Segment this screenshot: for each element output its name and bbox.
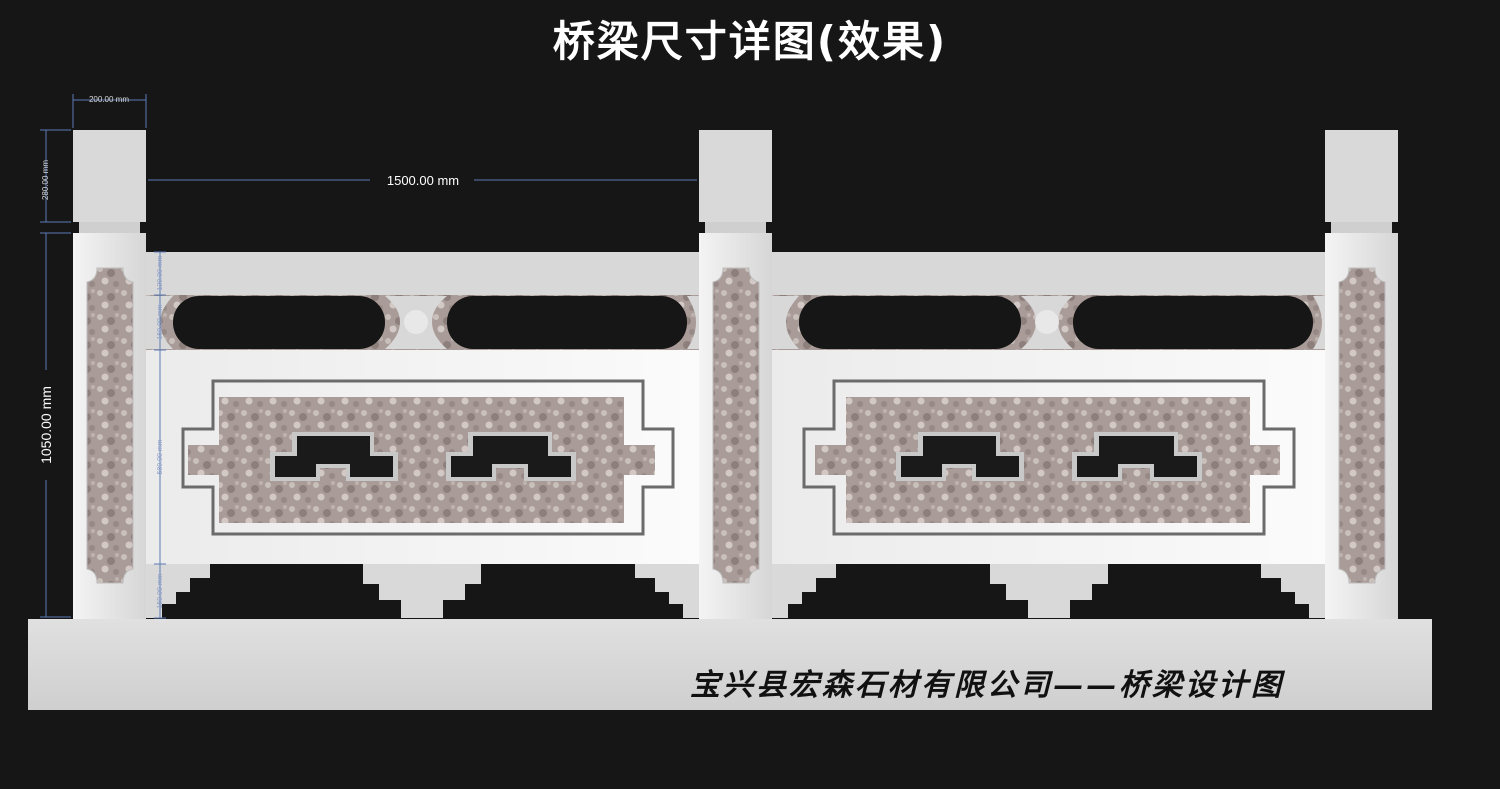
post-inlay — [86, 267, 134, 584]
base-step — [1261, 564, 1325, 618]
connector — [1313, 296, 1325, 349]
dimension-post-width — [72, 94, 147, 128]
post-right — [1325, 130, 1398, 619]
base-step — [635, 564, 699, 618]
post-inlay — [1338, 267, 1386, 584]
ground-slab — [28, 619, 1432, 710]
post-cap — [699, 130, 772, 222]
panel-frame — [181, 379, 675, 536]
dimension-total-height-label: 1050.00 mm — [38, 386, 54, 464]
dimension-inner — [154, 251, 166, 619]
dimension-total-height-label-bg — [38, 370, 54, 480]
post-inlay — [712, 267, 760, 584]
motif — [446, 432, 576, 481]
opening — [447, 296, 687, 349]
dimension-band-label: 150.00 mm — [157, 304, 164, 339]
post-cap — [1325, 130, 1398, 222]
connector-knob — [1035, 310, 1059, 334]
top-rail — [146, 252, 699, 295]
opening — [173, 296, 385, 349]
span-right — [772, 252, 1325, 618]
post-neck — [705, 222, 766, 233]
post-neck — [79, 222, 140, 233]
post-middle — [699, 130, 772, 619]
top-rail — [772, 252, 1325, 295]
post-cap — [73, 130, 146, 222]
dimension-span-label: 1500.00 mm — [387, 173, 459, 188]
connector — [687, 296, 699, 349]
dimension-cap-height — [40, 129, 71, 223]
panel-inlay — [815, 397, 1280, 523]
span-left — [146, 252, 699, 618]
connector — [772, 296, 799, 349]
base-step — [772, 564, 836, 618]
dimension-cap-height-label: 280.00 mm — [41, 160, 50, 200]
base-step — [363, 564, 481, 618]
dimension-panel-label: 580.00 mm — [157, 439, 164, 474]
motif — [896, 432, 1024, 481]
opening — [799, 296, 1021, 349]
post-left — [73, 130, 146, 619]
dimension-rail-label: 120.00 mm — [157, 255, 164, 290]
panel-frame — [802, 379, 1296, 536]
connector-knob — [404, 310, 428, 334]
dimension-post-width-label: 200.00 mm — [89, 95, 129, 104]
panel-inlay — [188, 397, 655, 523]
base-step — [990, 564, 1108, 618]
page-title: 桥梁尺寸详图(效果) — [552, 17, 948, 66]
motif — [1072, 432, 1202, 481]
base-step — [146, 564, 210, 618]
post-neck — [1331, 222, 1392, 233]
opening — [1073, 296, 1313, 349]
dimension-base-label: 150.00 mm — [157, 573, 164, 608]
footer-caption: 宝兴县宏森石材有限公司——桥梁设计图 — [690, 668, 1284, 703]
motif — [270, 432, 398, 481]
dimension-span-label-bg — [370, 170, 474, 188]
